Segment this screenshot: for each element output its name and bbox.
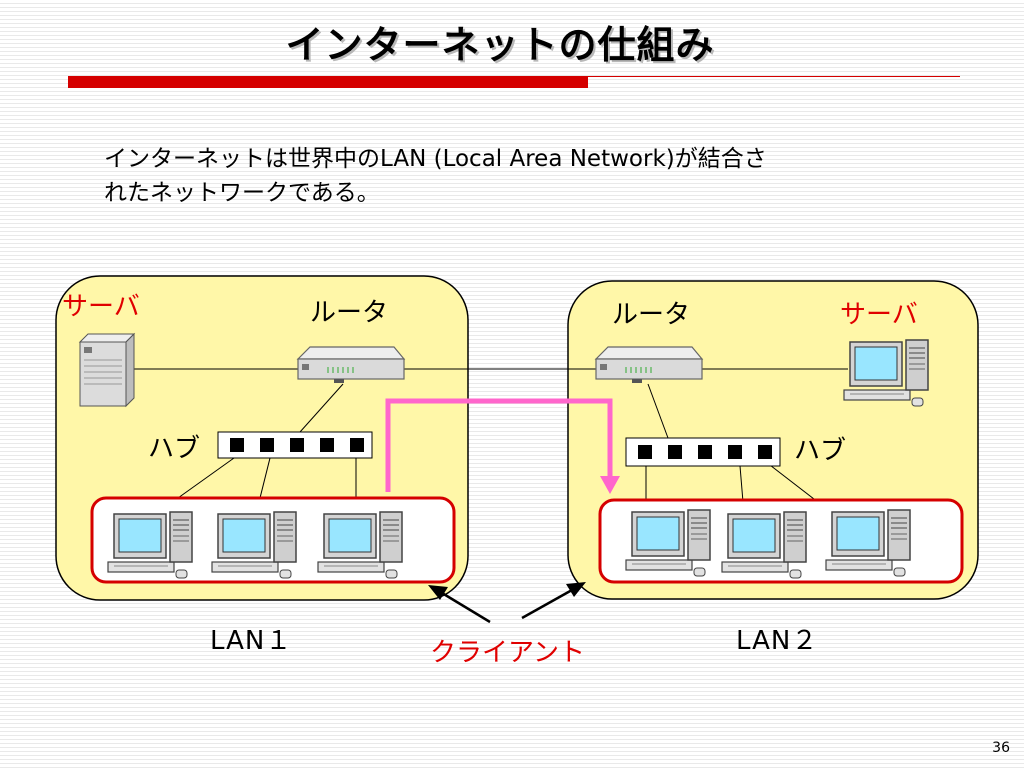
slide-title: インターネットの仕組み [285, 23, 715, 67]
description: インターネットは世界中のLAN (Local Area Network)が結合さ… [104, 142, 924, 210]
lan1-hub-label: ハブ [148, 434, 201, 464]
lan2-name: LAN２ [736, 626, 819, 656]
lan1-server-label: サーバ [62, 292, 140, 322]
description-line-1: インターネットは世界中のLAN (Local Area Network)が結合さ [104, 146, 767, 172]
lan1-router-icon [297, 346, 405, 384]
lan1-name: LAN１ [210, 626, 293, 656]
client-pointer-arrows [428, 582, 586, 624]
communication-arrow [385, 398, 620, 494]
lan2-hub-label: ハブ [794, 436, 847, 466]
title-underline-thick [68, 76, 588, 88]
lan2-router-icon [595, 346, 703, 384]
client-label: クライアント [430, 638, 585, 668]
lan1-server-icon [78, 332, 136, 408]
page-number: 36 [992, 740, 1010, 756]
lan2-router-label: ルータ [612, 300, 691, 330]
lan2-hub-icon [625, 437, 781, 467]
lan2-server-label: サーバ [840, 300, 918, 330]
lan1-router-label: ルータ [310, 298, 389, 328]
lan1-hub-icon [217, 431, 373, 459]
description-line-2: れたネットワークである。 [104, 180, 380, 206]
title-underline-thin [588, 76, 960, 77]
